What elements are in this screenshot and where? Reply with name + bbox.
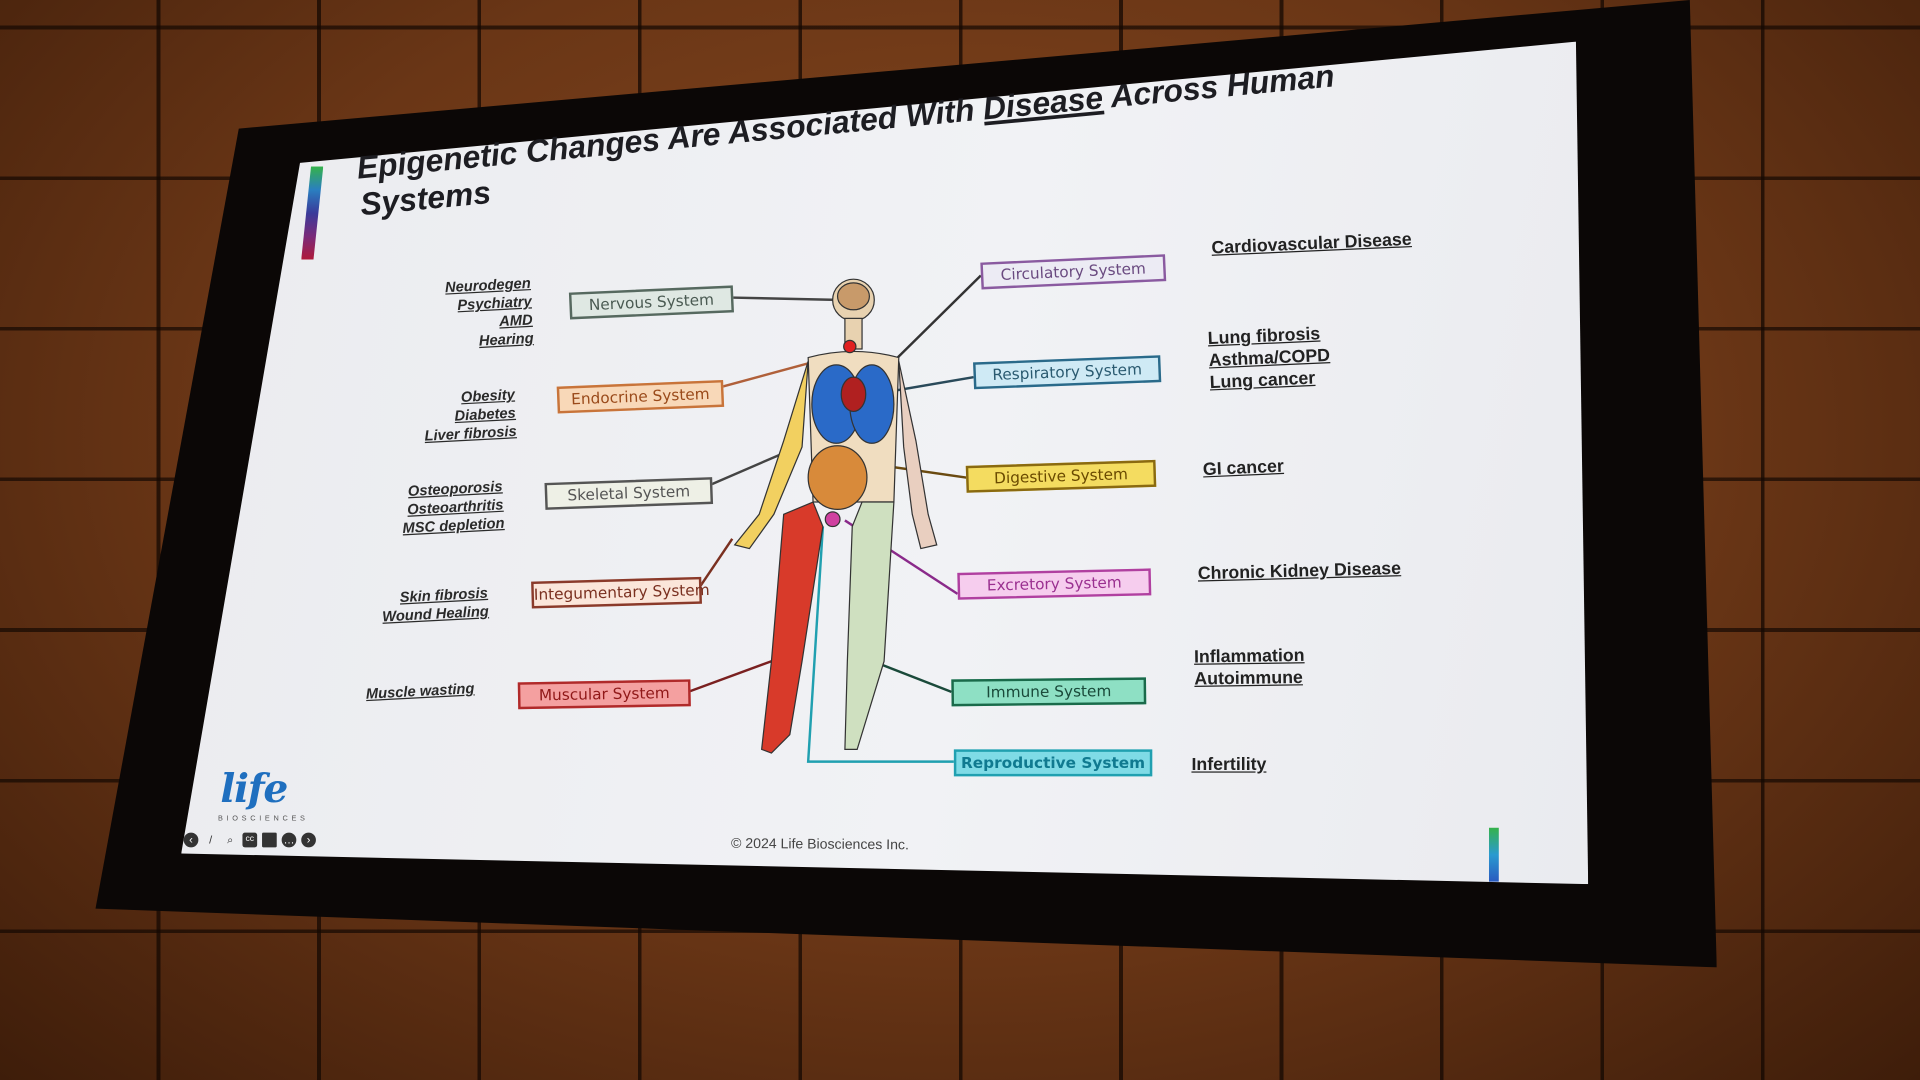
reproductive-system-box: Reproductive System [953, 749, 1153, 777]
integumentary-system-box: Integumentary System [531, 576, 710, 609]
presenter-toolbar: ‹ / ⌕ cc … › [183, 832, 316, 848]
thyroid [843, 339, 857, 354]
disease-list-endocrine: Obesity Diabetes Liver fibrosis [392, 386, 517, 447]
disease-list-nervous: Neurodegen Psychiatry AMD Hearing [408, 274, 534, 354]
disease-label: Infertility [1191, 755, 1267, 776]
disease-list-immune: Inflammation Autoimmune [1194, 645, 1305, 691]
disease-label: Inflammation [1193, 646, 1305, 668]
bladder [824, 511, 841, 528]
disease-label: GI cancer [1202, 456, 1285, 480]
right-arm [898, 361, 938, 550]
logo-subtitle: BIOSCIENCES [217, 815, 309, 823]
life-biosciences-logo: life [220, 765, 288, 812]
excretory-system-box: Excretory System [957, 568, 1152, 600]
captions-icon[interactable]: cc [242, 832, 258, 848]
disease-list-digestive: GI cancer [1202, 456, 1285, 482]
disease-list-respiratory: Lung fibrosis Asthma/COPD Lung cancer [1207, 323, 1331, 394]
disease-list-integumentary: Skin fibrosis Wound Healing [353, 584, 489, 628]
immune-system-box: Immune System [951, 677, 1147, 707]
disease-list-skeletal: Osteoporosis Osteoarthritis MSC depletio… [368, 478, 505, 540]
right-leg-lymph [844, 501, 895, 751]
forward-icon[interactable]: › [301, 832, 316, 848]
brain [836, 282, 871, 311]
disease-list-reproductive: Infertility [1191, 754, 1266, 776]
intestines [807, 445, 868, 511]
copyright: © 2024 Life Biosciences Inc. [730, 836, 909, 854]
screen-icon[interactable] [262, 832, 277, 848]
pen-icon[interactable]: / [209, 833, 213, 847]
zoom-icon[interactable]: ⌕ [227, 833, 234, 847]
back-icon[interactable]: ‹ [183, 832, 199, 848]
heart [840, 376, 867, 413]
human-figure [733, 278, 938, 754]
disease-label: Autoimmune [1194, 668, 1303, 690]
corner-color-bar [1488, 827, 1499, 882]
left-leg-muscle [760, 501, 824, 754]
left-arm-skeletal [733, 361, 809, 550]
more-icon[interactable]: … [281, 832, 297, 848]
muscular-system-box: Muscular System [517, 679, 691, 710]
